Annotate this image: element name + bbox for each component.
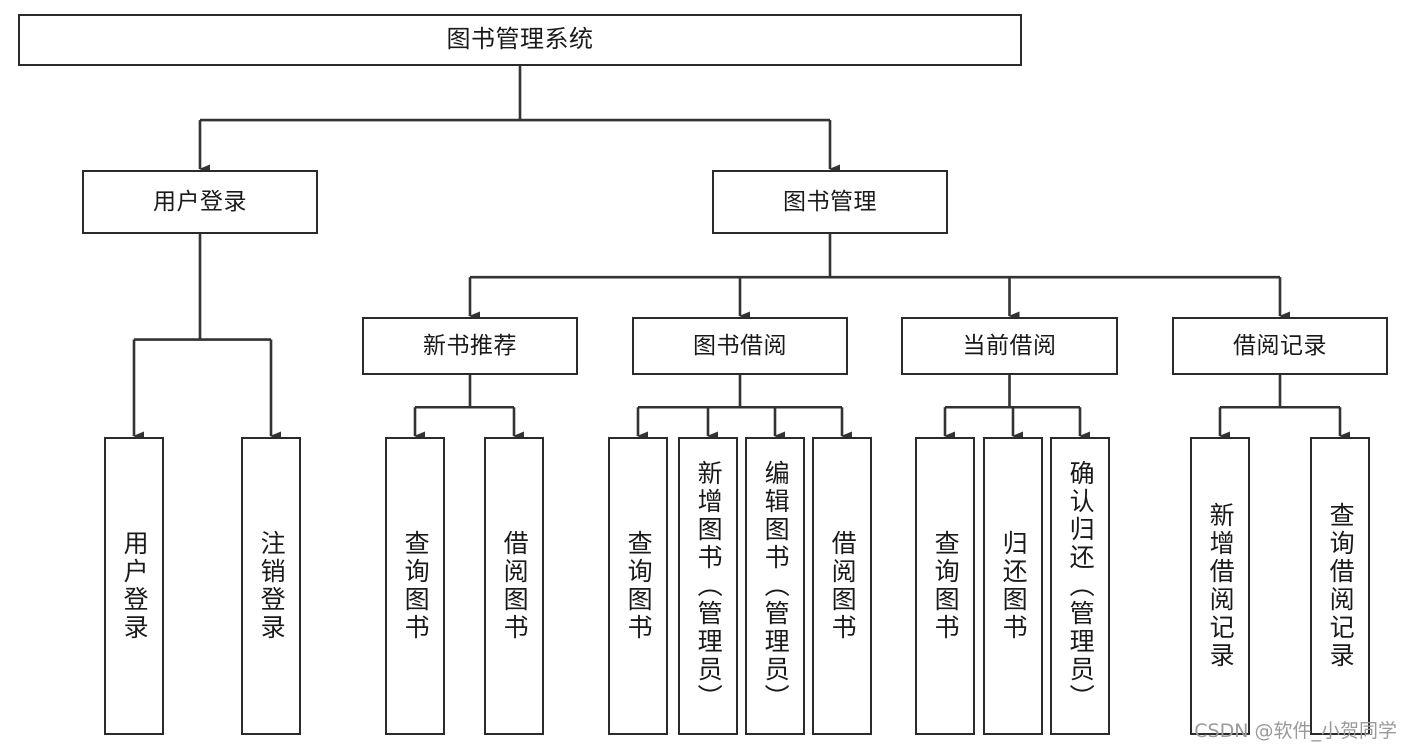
node-label: 查询图书 bbox=[401, 530, 431, 642]
node-label: 确认归还（管理员） bbox=[1066, 460, 1096, 712]
node-leaf-bb-add[interactable]: 新增图书（管理员） bbox=[678, 437, 738, 735]
node-label: 图书借阅 bbox=[693, 332, 787, 359]
node-label: 当前借阅 bbox=[962, 332, 1057, 359]
node-label: 新增借阅记录 bbox=[1206, 502, 1236, 670]
node-root[interactable]: 图书管理系统 bbox=[18, 14, 1022, 66]
node-leaf-bb-borrow[interactable]: 借阅图书 bbox=[812, 437, 872, 735]
node-label: 图书管理系统 bbox=[446, 25, 594, 54]
node-current-borrow[interactable]: 当前借阅 bbox=[901, 317, 1118, 375]
node-leaf-cb-query[interactable]: 查询图书 bbox=[915, 437, 975, 735]
node-label: 注销登录 bbox=[257, 530, 287, 642]
node-leaf-cb-return[interactable]: 归还图书 bbox=[983, 437, 1043, 735]
node-borrow-record[interactable]: 借阅记录 bbox=[1172, 317, 1388, 375]
node-label: 新增图书（管理员） bbox=[694, 460, 724, 712]
node-book-borrow[interactable]: 图书借阅 bbox=[632, 317, 848, 375]
node-leaf-br-query[interactable]: 查询借阅记录 bbox=[1310, 437, 1370, 735]
node-label: 查询图书 bbox=[624, 530, 654, 642]
node-leaf-cb-confirm[interactable]: 确认归还（管理员） bbox=[1050, 437, 1110, 735]
node-user-login[interactable]: 用户登录 bbox=[82, 170, 318, 234]
node-label: 借阅记录 bbox=[1233, 332, 1327, 359]
node-label: 用户登录 bbox=[120, 530, 150, 642]
node-leaf-br-add[interactable]: 新增借阅记录 bbox=[1190, 437, 1250, 735]
node-leaf-rec-borrow[interactable]: 借阅图书 bbox=[484, 437, 544, 735]
node-label: 图书管理 bbox=[783, 188, 877, 215]
node-label: 新书推荐 bbox=[423, 332, 517, 359]
node-label: 查询图书 bbox=[931, 530, 961, 642]
node-leaf-bb-query[interactable]: 查询图书 bbox=[608, 437, 668, 735]
node-leaf-user-logout[interactable]: 注销登录 bbox=[241, 437, 301, 735]
node-label: 编辑图书（管理员） bbox=[761, 460, 791, 712]
node-label: 用户登录 bbox=[153, 188, 247, 215]
node-book-manage[interactable]: 图书管理 bbox=[712, 170, 948, 234]
node-new-book-rec[interactable]: 新书推荐 bbox=[362, 317, 578, 375]
node-label: 借阅图书 bbox=[500, 530, 530, 642]
node-leaf-user-login[interactable]: 用户登录 bbox=[104, 437, 164, 735]
csdn-watermark: CSDN @软件_小贺同学 bbox=[1194, 720, 1397, 742]
node-leaf-rec-query[interactable]: 查询图书 bbox=[385, 437, 445, 735]
node-label: 归还图书 bbox=[999, 530, 1029, 642]
node-label: 查询借阅记录 bbox=[1326, 502, 1356, 670]
node-label: 借阅图书 bbox=[828, 530, 858, 642]
node-leaf-bb-edit[interactable]: 编辑图书（管理员） bbox=[745, 437, 805, 735]
